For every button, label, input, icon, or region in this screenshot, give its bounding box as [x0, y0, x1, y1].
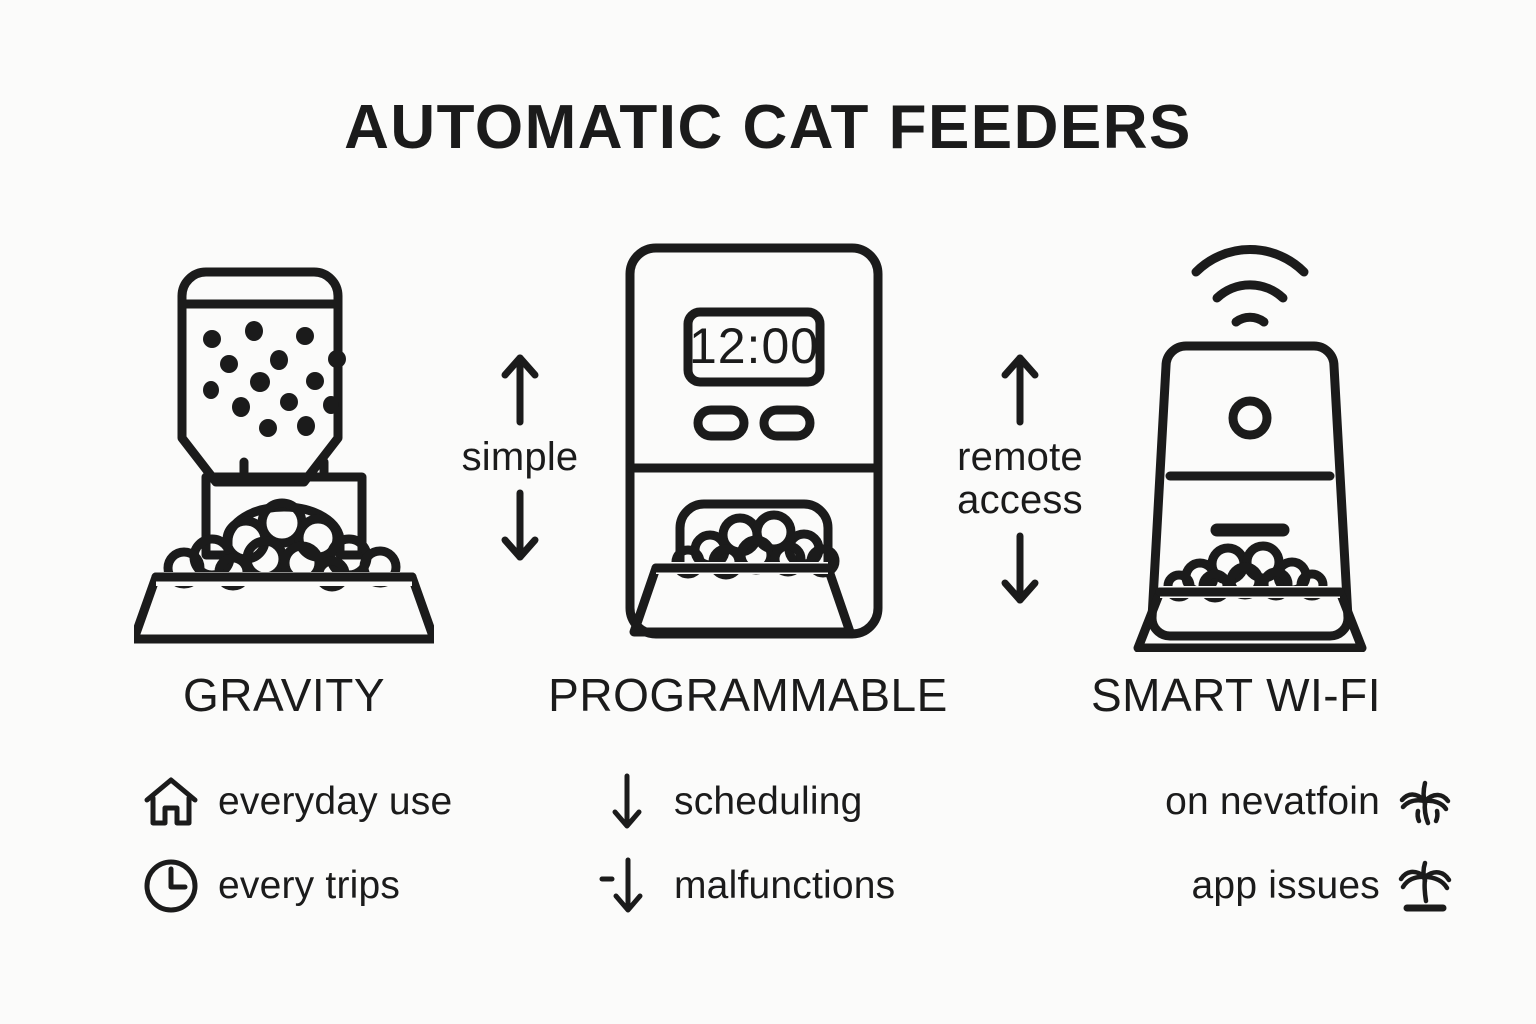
list-item-label: on nevatfoin	[1165, 780, 1380, 823]
programmable-feeder-illustration: 12:00	[625, 243, 883, 639]
connector-label-remote: remote	[957, 435, 1083, 479]
list-item-label: everyday use	[218, 780, 453, 823]
gravity-feeder-illustration	[134, 267, 434, 644]
palm-tree-icon	[1394, 855, 1456, 917]
lcd-time-display: 12:00	[689, 318, 819, 374]
column-smart-wifi	[1100, 232, 1400, 652]
list-item: scheduling	[596, 760, 1036, 844]
list-item: app issues	[1016, 844, 1456, 928]
page-title: AUTOMATIC CAT FEEDERS	[344, 93, 1192, 162]
house-icon	[140, 771, 202, 833]
bullet-list-smart-wifi: on nevatfoin app issues	[1016, 760, 1456, 928]
list-item-label: malfunctions	[674, 864, 896, 907]
wifi-icon	[1191, 245, 1309, 327]
arrow-down-icon	[501, 489, 539, 561]
heading-smart-wifi: SMART WI-FI	[1090, 669, 1381, 721]
connector-simple: simple	[420, 350, 620, 565]
list-item-label: every trips	[218, 864, 401, 907]
clock-icon	[140, 855, 202, 917]
list-item-label: scheduling	[674, 780, 863, 823]
connector-label-simple: simple	[461, 435, 579, 479]
arrow-up-icon	[1001, 354, 1039, 426]
list-item: malfunctions	[596, 844, 1036, 928]
list-item: everyday use	[140, 760, 580, 844]
kibble-dots	[203, 321, 346, 437]
smart-wifi-feeder-illustration	[1133, 245, 1367, 652]
connector-remote-access: remote access	[920, 350, 1120, 608]
column-gravity	[134, 232, 434, 652]
dash-arrow-down-icon	[596, 855, 658, 917]
arrow-up-icon	[501, 354, 539, 426]
connector-label-access: access	[957, 478, 1083, 523]
heading-programmable: PROGRAMMABLE	[548, 669, 948, 721]
arrow-down-icon	[596, 771, 658, 833]
camera-button-icon	[1228, 396, 1272, 440]
list-item: every trips	[140, 844, 580, 928]
palm-burst-icon	[1394, 771, 1456, 833]
list-item: on nevatfoin	[1016, 760, 1456, 844]
arrow-down-icon	[1001, 532, 1039, 604]
column-programmable: 12:00	[618, 232, 918, 652]
heading-gravity: GRAVITY	[182, 669, 385, 721]
bullet-list-gravity: everyday use every trips	[140, 760, 580, 928]
list-item-label: app issues	[1191, 864, 1380, 907]
bullet-list-programmable: scheduling malfunctions	[596, 760, 1036, 928]
